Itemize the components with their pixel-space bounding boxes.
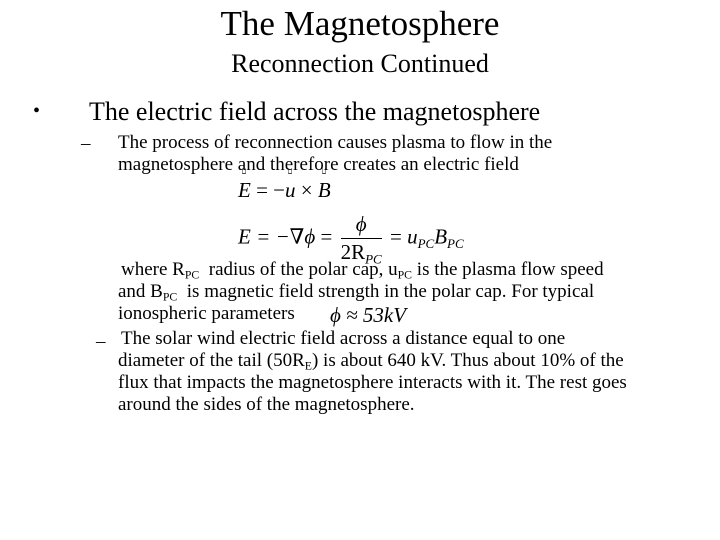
equation-e-cross: E = −u × B [238,178,331,203]
dash-icon: – [96,331,106,352]
sub-bullet-dash-1: – [81,133,91,155]
vector-b: B [318,178,331,203]
para-line-2: and BPC is magnetic field strength in th… [118,281,595,304]
vector-e: E [238,178,251,203]
bullet-icon: • [33,100,41,122]
sub-bullet-2-line-1: The solar wind electric field across a d… [121,328,566,349]
sub-bullet-2-line-4: around the sides of the magnetosphere. [118,394,415,415]
sub-bullet-dash-2: – [96,331,106,353]
slide-title: The Magnetosphere [220,4,500,43]
sub-bullet-1-line-1: The process of reconnection causes plasm… [118,132,553,153]
sub-bullet-1-line-2: magnetosphere and therefore creates an e… [118,154,519,175]
para-line-3: ionospheric parameters [118,303,295,324]
bullet-text: The electric field across the magnetosph… [89,97,541,126]
equation-phi-53kv: ϕ ≈ 53kV [330,303,407,327]
slide-subtitle: Reconnection Continued [231,49,489,78]
bullet-item: • The electric field across the magnetosp… [33,96,540,127]
sub-bullet-2-line-2: diameter of the tail (50RE) is about 640… [118,350,624,373]
para-line-1: where RPC radius of the polar cap, uPC i… [121,259,604,282]
sub-bullet-2-line-3: flux that impacts the magnetosphere inte… [118,372,627,393]
dash-icon: – [81,133,91,154]
vector-u: u [285,178,296,203]
